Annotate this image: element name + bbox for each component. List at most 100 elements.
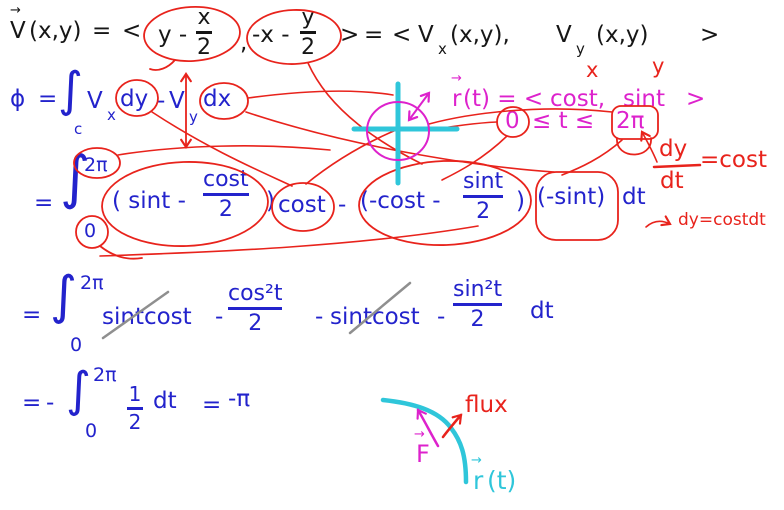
line3-p1: ( sint - [112,188,186,214]
line2-minus: - [157,88,166,114]
line1-y-minus: y - [158,22,188,48]
diagram-r-label: r [473,466,484,495]
line1-v: V [10,18,26,44]
frac-den: 2 [476,198,491,224]
flux-arrow [441,413,463,439]
line1-frac-y2: y 2 [300,6,316,59]
param-r: r [452,86,462,112]
line4-frac-cos2: cos²t 2 [228,281,283,336]
line5-minus: - [46,390,55,416]
line4-m1: - [215,304,224,330]
line2-vy: V [169,88,185,114]
vector-arrow-V: → [10,3,21,18]
frac-num: 1 [128,382,142,406]
line5-result: -π [228,386,251,412]
frac-num: cos²t [228,281,283,306]
param-zero: 0 [505,108,520,134]
line2-sub-c: c [74,120,83,138]
diagram-f-label: F [416,440,430,468]
line3-p2: (-cost - [360,188,441,214]
fraction-bar [196,31,212,34]
fraction-bar [453,303,502,306]
vector-arrow-r: → [451,71,462,86]
line2-eq: = [38,86,58,112]
diagram-flux-label: flux [465,392,508,418]
deriv-eq-cost: =cost [700,147,767,173]
line5-dt: dt [153,388,177,414]
line2-phi: ϕ [10,86,26,112]
fraction-bar [463,195,504,198]
line5-frac-half: 1 2 [127,384,143,433]
line4-eq: = [22,302,42,328]
frac-den: 2 [128,409,142,434]
line1-vx: V [418,22,434,48]
line4-t2: sintcost [330,304,420,330]
frac-num: y [301,5,315,30]
line4-m2: - [315,304,324,330]
fraction-bar [127,407,143,410]
frac-den: 2 [470,306,485,332]
line1-frac-x2: x 2 [196,6,212,59]
frac-den: 2 [197,34,211,60]
line3-cost: cost [278,192,326,218]
line2-dy: dy [120,86,149,112]
line4-m3: - [437,304,446,330]
line1-vx-sub: x [438,40,447,58]
line3-p3: (-sint) [537,184,606,210]
line4-frac-sin2: sin²t 2 [453,278,502,331]
frac-den: 2 [218,196,233,222]
vector-arrow-rt: → [471,453,482,468]
line2-dx: dx [203,86,232,112]
line3-eq: = [34,190,54,216]
frac-num: cost [203,167,249,192]
axes-icon [351,81,460,186]
line1-negx-minus: -x - [252,22,290,48]
line3-dt: dt [622,184,646,210]
deriv-fraction-bar [652,163,702,169]
param-y-label: y [652,54,665,78]
line4-t1: sintcost [102,304,192,330]
param-mid: (t) = < [463,86,544,112]
frac-num: sin²t [453,277,502,302]
line5-eq: = [22,390,42,416]
line2-integral: ∫ [58,62,84,118]
line3-frac-sint2: sint 2 [463,169,504,224]
line1-comma: , [240,30,248,56]
param-leq: ≤ t ≤ [532,108,595,134]
deriv-note: dy=costdt [678,210,766,230]
diagram-rt-label: (t) [487,466,517,495]
line5-integral: ∫ [66,362,92,418]
line4-dt: dt [530,298,554,324]
line5-eq2: = [202,392,222,418]
frac-den: 2 [301,34,315,60]
line1-vy-args: (x,y) [596,22,649,48]
param-two-pi: 2π [616,108,645,134]
fraction-bar [300,31,316,34]
frac-num: sint [463,169,504,194]
line3-hi: 2π [84,154,108,176]
line1-vx-args: (x,y), [450,22,510,48]
line2-vx-sub: x [107,106,116,124]
line1-lt2: < [392,22,412,48]
line1-eq1: = [92,18,112,44]
line1-lt1: < [122,18,142,44]
fraction-bar [228,307,283,310]
line5-hi: 2π [93,364,117,386]
line1-vy: V [556,22,572,48]
deriv-num: dy [659,136,688,162]
line2-vy-sub: y [189,108,198,126]
param-sint: sint [623,86,665,112]
line2-vx: V [87,88,103,114]
param-gt: > [686,86,706,112]
line4-hi: 2π [80,272,104,294]
line1-vy-sub: y [576,40,585,58]
line1-gt2: > [700,22,720,48]
line3-minus: - [338,192,347,218]
frac-den: 2 [248,310,263,336]
line1-args: (x,y) [29,18,82,44]
frac-num: x [197,5,211,30]
param-cost: cost, [550,86,606,112]
line4-integral: ∫ [50,266,78,326]
